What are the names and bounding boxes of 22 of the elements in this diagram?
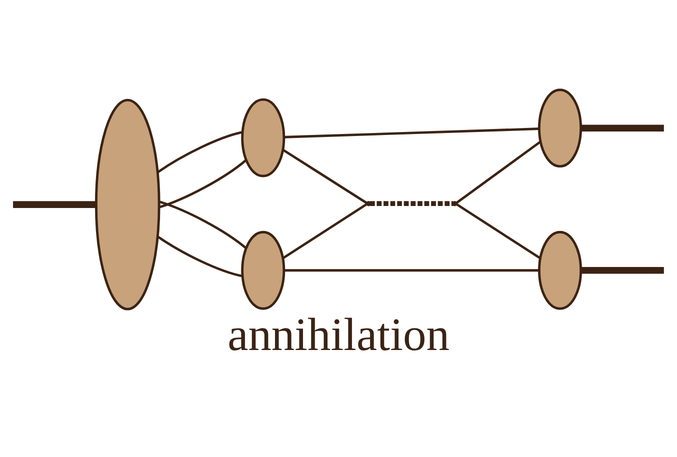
- connector: [156, 235, 243, 277]
- node-ellipse: [94, 98, 160, 310]
- connector: [13, 200, 96, 208]
- connector: [456, 140, 541, 204]
- connector: [282, 202, 368, 259]
- node-ellipse: [241, 98, 286, 177]
- node-ellipse: [538, 88, 582, 168]
- node-ellipse: [538, 230, 582, 310]
- connector: [284, 127, 540, 138]
- connector: [156, 130, 243, 173]
- connector: [158, 200, 247, 248]
- connector: [580, 266, 664, 274]
- connector: [580, 124, 664, 131]
- connector: [284, 268, 540, 272]
- connector: [282, 148, 368, 204]
- node-point: [452, 200, 458, 206]
- connector: [370, 200, 454, 206]
- connector: [456, 202, 541, 259]
- caption: annihilation: [228, 310, 450, 361]
- node-point: [366, 200, 372, 206]
- node-ellipse: [241, 230, 286, 310]
- connector: [158, 158, 247, 208]
